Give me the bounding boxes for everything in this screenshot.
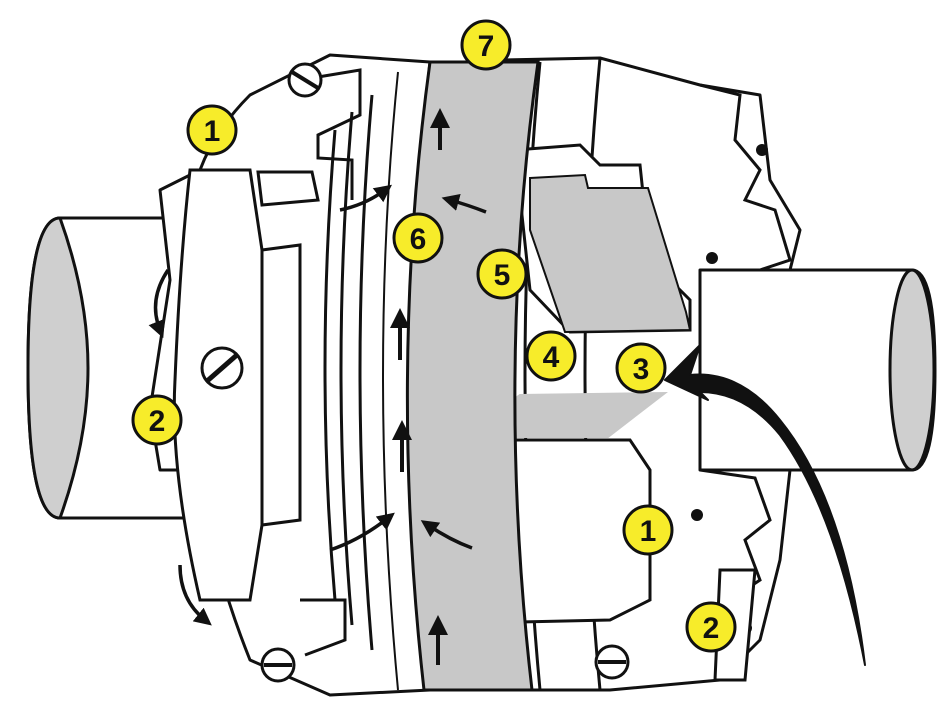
left-step-upper xyxy=(299,68,362,200)
callout-label: 5 xyxy=(494,259,511,292)
shaft-left-end-shade xyxy=(26,216,90,520)
left-ring-band-a xyxy=(323,129,337,601)
callout-label: 2 xyxy=(149,405,166,438)
callout-3: 3 xyxy=(615,342,667,394)
callout-1-top: 1 xyxy=(186,104,238,156)
screw-head-icon xyxy=(200,346,244,390)
screw-head-icon xyxy=(287,62,323,98)
converge-arrow-right-bottom xyxy=(420,520,473,550)
callout-label: 7 xyxy=(478,30,495,63)
callout-7: 7 xyxy=(460,19,512,71)
callout-label: 1 xyxy=(640,515,657,548)
left-step-lower xyxy=(300,598,347,657)
converge-arrow-right-top xyxy=(441,193,487,214)
left-assembly xyxy=(148,53,432,697)
pin-dot xyxy=(756,144,768,156)
callout-label: 6 xyxy=(410,223,427,256)
inflow-arrow xyxy=(664,344,866,666)
pin-dot xyxy=(706,252,718,264)
upper-face-block xyxy=(529,173,692,334)
right-serrated-edge xyxy=(699,83,792,272)
rotation-arrow-lower xyxy=(178,564,212,626)
left-ring-band-b xyxy=(339,111,354,626)
callout-5: 5 xyxy=(476,248,528,300)
flow-channel xyxy=(329,60,540,692)
callout-label: 4 xyxy=(543,341,560,374)
shaft-right-end xyxy=(888,268,936,472)
screw-head-icon xyxy=(260,647,296,683)
callout-1-bottom: 1 xyxy=(622,504,674,556)
converge-arrow-left-top xyxy=(339,184,393,212)
drive-lug xyxy=(256,170,320,207)
callout-2-left: 2 xyxy=(131,394,183,446)
callout-label: 2 xyxy=(703,612,720,645)
pin-dot xyxy=(691,509,703,521)
shaft xyxy=(26,216,937,520)
rotation-arrow-upper xyxy=(148,269,170,339)
callout-6: 6 xyxy=(392,212,444,264)
left-step-mid xyxy=(260,243,302,527)
screw-head-icon xyxy=(594,644,630,680)
left-ring-band-c xyxy=(358,94,374,651)
converge-arrow-left-bottom xyxy=(329,512,395,552)
callout-2-bottom: 2 xyxy=(685,601,737,653)
flow-band-edge-left xyxy=(382,71,399,691)
callout-label: 1 xyxy=(204,115,221,148)
callout-4: 4 xyxy=(525,330,577,382)
callout-label: 3 xyxy=(633,353,650,386)
